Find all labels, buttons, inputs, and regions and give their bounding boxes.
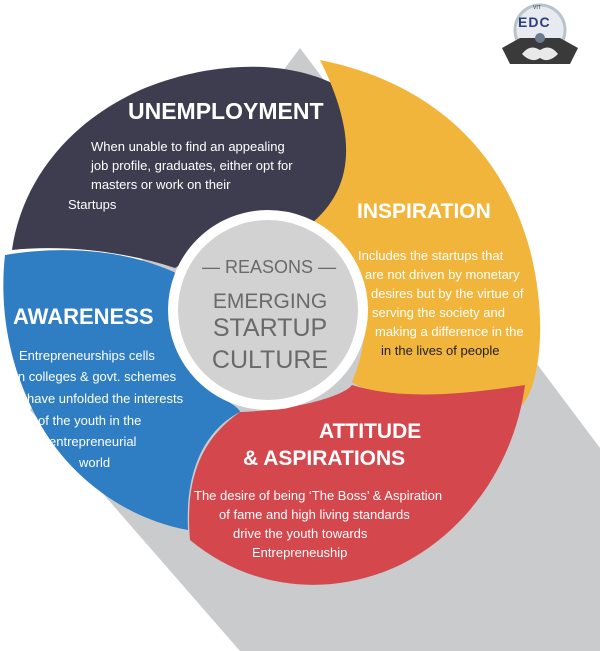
edc-logo: VIT EDC [500, 2, 580, 68]
unemployment-line-3: masters or work on their [91, 177, 231, 192]
inspiration-line-3: desires but by the virtue of [371, 286, 524, 301]
reasons-dash-left: — [202, 257, 220, 277]
attitude-title-line-1: ATTITUDE [319, 420, 422, 443]
logo-people-icon [535, 33, 545, 43]
edc-logo-emblem [502, 3, 578, 64]
attitude-title-line-2: & ASPIRATIONS [243, 447, 406, 470]
center-title-line-1: EMERGING [212, 290, 328, 313]
attitude-line-2: of fame and high living standards [219, 507, 410, 522]
unemployment-line-2: job profile, graduates, either opt for [91, 158, 293, 173]
awareness-line-4: of the youth in the [38, 413, 142, 428]
unemployment-line-4: Startups [68, 197, 117, 212]
unemployment-line-1: When unable to find an appealing [91, 139, 285, 154]
reasons-dash-right: — [318, 257, 337, 277]
attitude-line-4: Entrepreneuship [252, 545, 348, 560]
reasons-label-text: REASONS [225, 257, 314, 277]
inspiration-line-5: making a difference in the [375, 324, 524, 339]
reasons-label: — REASONS — [202, 257, 337, 278]
inspiration-line-1: Includes the startups that [358, 248, 504, 263]
attitude-line-1: The desire of being ‘The Boss’ & Aspirat… [194, 488, 443, 503]
logo-small-text: VIT [533, 5, 541, 11]
awareness-line-5: entrepreneurial [49, 434, 137, 449]
awareness-line-1: Entrepreneurships cells [19, 348, 155, 363]
attitude-line-3: drive the youth towards [233, 526, 368, 541]
awareness-title: AWARENESS [13, 304, 154, 329]
segment-awareness [3, 250, 241, 531]
inspiration-line-2: are not driven by monetary [365, 267, 520, 282]
center-title-line-3: CULTURE [211, 346, 329, 374]
inspiration-line-4: serving the society and [372, 305, 505, 320]
awareness-line-3: have unfolded the interests [27, 391, 184, 406]
logo-brand-text: EDC [518, 14, 551, 30]
segment-attitude [189, 385, 526, 585]
handshake-icon [522, 47, 558, 61]
inspiration-title: INSPIRATION [357, 200, 491, 223]
center-hub [168, 210, 368, 410]
awareness-line-2: in colleges & govt. schemes [15, 369, 177, 384]
center-title-line-2: STARTUP [212, 314, 328, 342]
awareness-line-6: world [79, 455, 111, 470]
inspiration-line-6: in the lives of people [381, 343, 500, 358]
unemployment-title: UNEMPLOYMENT [128, 98, 324, 124]
